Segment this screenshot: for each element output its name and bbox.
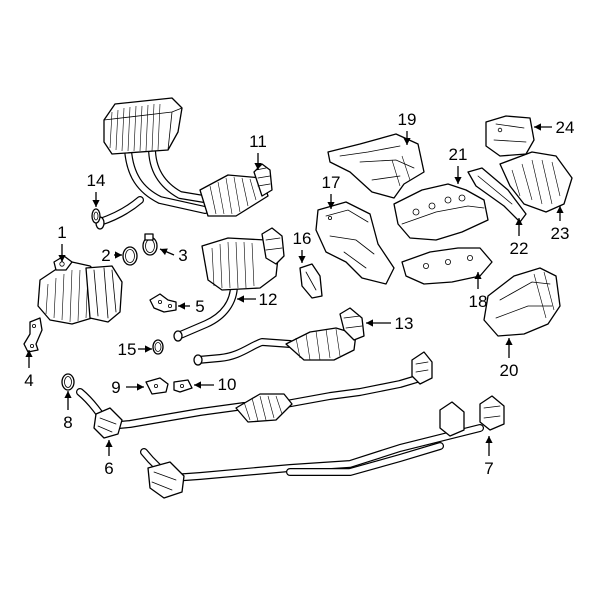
bracket-part-9	[145, 377, 169, 395]
bracket-part-4	[23, 317, 43, 353]
heat-shield-part-17	[315, 201, 395, 285]
callout-leaders	[25, 123, 564, 456]
callout-label-23: 23	[551, 224, 570, 243]
heat-shield-part-20	[483, 267, 561, 337]
callout-label-16: 16	[293, 229, 312, 248]
arrowhead-17	[327, 202, 335, 209]
arrowhead-9	[137, 383, 144, 391]
callout-label-10: 10	[218, 375, 237, 394]
upper-muffler-assembly	[95, 97, 273, 230]
arrowhead-4	[25, 350, 33, 357]
callout-label-9: 9	[111, 378, 120, 397]
arrowhead-10	[194, 381, 201, 389]
heat-shield-part-23	[499, 151, 573, 213]
arrowhead-23	[556, 206, 564, 213]
callout-label-3: 3	[178, 246, 187, 265]
hanger-part-10	[173, 379, 193, 393]
arrowhead-20	[505, 338, 513, 345]
arrowhead-16	[298, 256, 306, 263]
converter-pipe-part-12	[173, 227, 285, 342]
callout-label-14: 14	[87, 171, 106, 190]
ring-gasket-part-2	[122, 246, 138, 266]
arrowhead-8	[64, 391, 72, 398]
callout-label-13: 13	[395, 314, 414, 333]
arrowhead-24	[534, 123, 541, 131]
callout-label-4: 4	[24, 371, 33, 390]
callout-label-1: 1	[57, 223, 66, 242]
arrowhead-12	[237, 295, 244, 303]
arrowhead-3	[160, 248, 168, 256]
arrowhead-11	[254, 163, 262, 170]
heat-shield-part-19	[327, 133, 425, 199]
callout-label-22: 22	[510, 239, 529, 258]
callout-label-11: 11	[249, 132, 267, 151]
heat-shield-part-21	[393, 183, 489, 241]
arrowhead-2	[115, 251, 122, 259]
callout-label-2: 2	[101, 246, 110, 265]
gasket-part-14	[91, 208, 101, 224]
clamp-part-8	[61, 373, 75, 391]
callout-label-17: 17	[322, 173, 341, 192]
arrowhead-7	[485, 436, 493, 443]
heat-shield-part-22	[467, 167, 527, 223]
callout-label-20: 20	[500, 361, 519, 380]
converter-pipe-part-13	[193, 307, 365, 366]
arrowhead-1	[58, 255, 66, 262]
arrowhead-13	[366, 319, 373, 327]
callout-label-24: 24	[556, 118, 575, 137]
callout-label-8: 8	[63, 413, 72, 432]
callout-label-19: 19	[398, 110, 417, 129]
main-pipe-part-6	[76, 351, 433, 439]
arrowhead-6	[105, 440, 113, 447]
callout-label-7: 7	[484, 459, 493, 478]
arrowhead-22	[515, 218, 523, 225]
heat-shield-part-16	[299, 263, 323, 299]
arrowhead-19	[403, 138, 411, 145]
clamp-part-15	[152, 339, 164, 355]
callout-label-18: 18	[469, 292, 488, 311]
heat-shield-part-18	[401, 247, 493, 285]
rear-pipe-part-7	[140, 395, 505, 499]
manifold-converter-left	[37, 255, 123, 325]
callout-label-5: 5	[195, 297, 204, 316]
bracket-part-5	[149, 293, 177, 313]
heat-shield-part-24	[485, 115, 535, 157]
callout-label-21: 21	[449, 145, 468, 164]
callout-label-12: 12	[259, 290, 278, 309]
callout-labels: 1 2 3 4 5 6 7 8 9 10 11 12 13 14 15 16 1…	[24, 110, 574, 478]
arrowhead-18	[474, 272, 482, 279]
arrowhead-14	[92, 200, 100, 207]
arrowhead-21	[454, 177, 462, 184]
arrowhead-5	[178, 302, 185, 310]
callout-label-15: 15	[118, 340, 137, 359]
arrowhead-15	[145, 345, 152, 353]
clamp-part-3	[142, 233, 158, 256]
callout-label-6: 6	[104, 459, 113, 478]
